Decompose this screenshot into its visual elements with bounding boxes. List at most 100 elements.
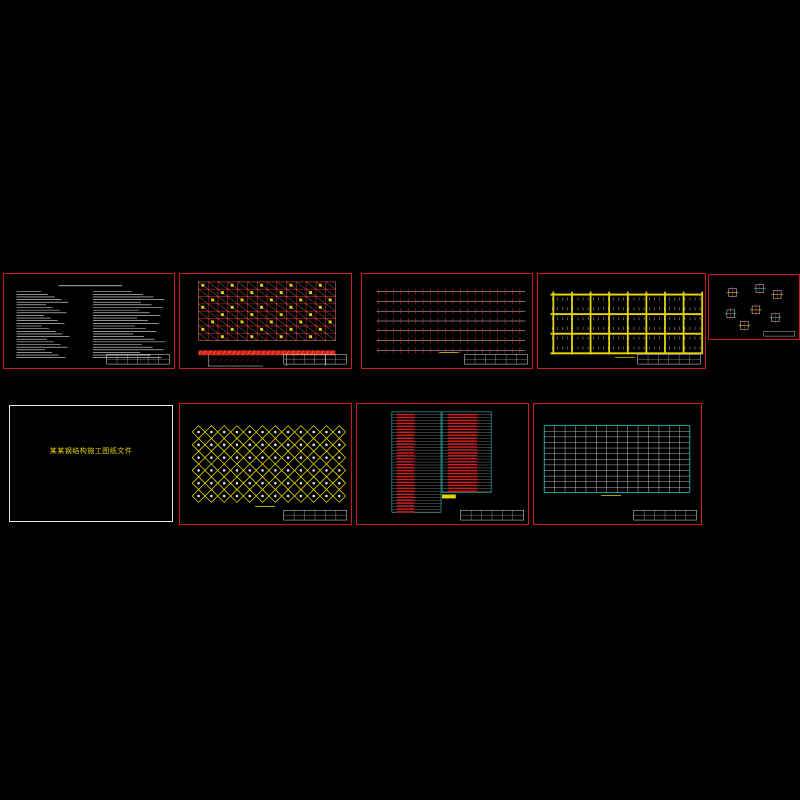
drawing-line <box>276 350 280 356</box>
drawing-line <box>227 350 231 356</box>
drawing-rect <box>396 455 415 457</box>
drawing-sheet-lattice-plan[interactable] <box>179 403 352 525</box>
drawing-rect <box>396 440 415 442</box>
drawing-rect <box>442 494 456 499</box>
drawing-line <box>325 311 336 319</box>
drawing-rect <box>309 291 313 295</box>
drawing-line <box>227 311 238 319</box>
drawing-sheet-member-plan[interactable] <box>537 273 706 369</box>
drawing-rect <box>250 291 254 295</box>
drawing-rect <box>396 508 415 510</box>
drawing-line <box>251 358 255 363</box>
drawing-sheet-roof-layout[interactable] <box>533 403 702 525</box>
drawing-line <box>296 325 307 334</box>
general-notes-drawing <box>16 285 170 365</box>
drawing-rect <box>309 335 313 339</box>
lattice-cell <box>242 489 257 503</box>
member-plan-drawing <box>550 291 704 365</box>
drawing-rect <box>550 293 702 296</box>
drawing-rect <box>447 455 478 457</box>
drawing-rect <box>396 469 415 472</box>
lattice-node <box>248 456 252 459</box>
drawing-line <box>237 333 248 341</box>
lattice-node <box>299 469 303 472</box>
drawing-rect <box>309 313 313 317</box>
drawing-rect <box>447 443 478 445</box>
drawing-line <box>217 303 228 312</box>
drawing-line <box>240 358 244 363</box>
drawing-sheet-grid-plan[interactable] <box>361 273 533 369</box>
drawing-rect <box>441 411 492 493</box>
drawing-rect <box>396 472 415 475</box>
drawing-line <box>261 350 265 356</box>
drawing-sheet-member-schedule[interactable] <box>356 403 529 525</box>
drawing-rect <box>396 502 415 504</box>
lattice-node <box>337 430 341 434</box>
drawing-rect <box>230 305 234 309</box>
drawing-rect <box>396 437 415 439</box>
drawing-line <box>227 296 238 304</box>
drawing-rect <box>626 291 629 355</box>
drawing-rect <box>447 431 478 434</box>
drawing-line <box>227 333 238 341</box>
drawing-line <box>208 289 219 297</box>
drawing-line <box>247 318 258 327</box>
lattice-node <box>274 430 277 434</box>
drawing-line <box>315 311 326 319</box>
drawing-rect <box>396 422 415 425</box>
drawing-rect <box>447 428 478 431</box>
lattice-node <box>274 456 277 459</box>
drawing-rect <box>201 305 205 309</box>
lattice-node <box>325 469 328 472</box>
drawing-line <box>232 350 236 356</box>
drawing-line <box>217 281 228 290</box>
drawing-rect <box>279 313 283 317</box>
drawing-rect <box>396 499 415 501</box>
drawing-line <box>237 350 241 356</box>
lattice-node <box>312 469 315 472</box>
drawing-sheet-details[interactable] <box>708 274 800 340</box>
drawing-line <box>212 350 216 356</box>
drawing-rect <box>571 291 573 355</box>
drawing-line <box>217 296 228 304</box>
drawing-rect <box>396 496 415 498</box>
drawing-sheet-cover[interactable]: 某某钢结构施工图纸文件 <box>9 405 173 522</box>
drawing-line <box>325 281 336 290</box>
drawing-sheet-beam-plan[interactable] <box>179 273 352 369</box>
drawing-line <box>306 318 317 327</box>
drawing-rect <box>260 305 264 309</box>
lattice-node <box>261 481 264 485</box>
drawing-rect <box>447 434 478 436</box>
lattice-node <box>286 456 290 459</box>
drawing-sheet-general-notes[interactable] <box>3 273 175 369</box>
drawing-rect <box>396 416 415 419</box>
lattice-node <box>222 469 226 472</box>
lattice-cell <box>319 489 334 503</box>
drawing-rect <box>396 487 415 490</box>
drawing-line <box>286 311 297 319</box>
drawing-line <box>266 281 277 290</box>
drawing-line <box>198 318 209 327</box>
drawing-line <box>276 281 287 290</box>
drawing-rect <box>396 466 415 469</box>
drawing-line <box>306 303 317 312</box>
lattice-cell <box>306 489 321 503</box>
drawing-line <box>266 311 277 319</box>
lattice-cell <box>191 489 206 503</box>
drawing-line <box>247 303 258 312</box>
drawing-rect <box>396 475 415 478</box>
lattice-cell <box>332 489 347 503</box>
drawing-rect <box>682 291 685 355</box>
drawing-rect <box>198 350 336 356</box>
lattice-node <box>325 481 328 485</box>
drawing-rect <box>396 505 415 507</box>
drawing-line <box>306 296 317 304</box>
lattice-node <box>337 481 341 485</box>
lattice-node <box>312 430 315 434</box>
drawing-line <box>325 289 336 297</box>
drawing-rect <box>763 331 795 337</box>
drawing-line <box>252 350 255 356</box>
drawing-rect <box>447 464 478 466</box>
drawing-rect <box>447 475 478 478</box>
lattice-node <box>312 443 315 447</box>
